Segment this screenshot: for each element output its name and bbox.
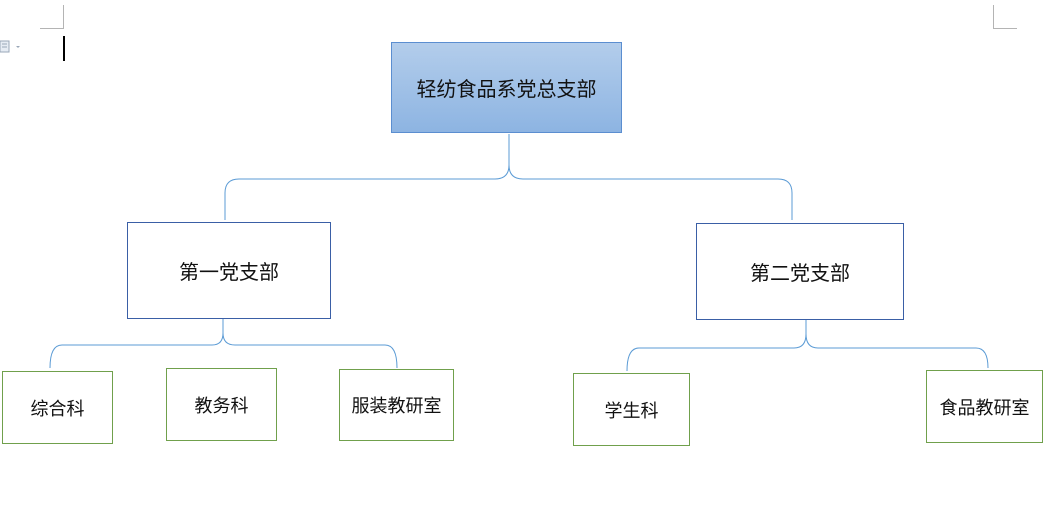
text-cursor-icon bbox=[63, 36, 65, 61]
connector-branch-1-to-units bbox=[49, 319, 398, 369]
unit-node-5[interactable]: 食品教研室 bbox=[926, 370, 1043, 443]
unit-node-2[interactable]: 教务科 bbox=[166, 368, 277, 441]
branch-node-2-label: 第二党支部 bbox=[750, 261, 850, 285]
unit-node-4-label: 学生科 bbox=[604, 400, 659, 422]
unit-node-2-label: 教务科 bbox=[194, 395, 249, 417]
unit-node-4[interactable]: 学生科 bbox=[573, 373, 690, 446]
unit-node-5-label: 食品教研室 bbox=[939, 397, 1030, 419]
branch-node-2[interactable]: 第二党支部 bbox=[696, 223, 904, 320]
branch-node-1[interactable]: 第一党支部 bbox=[127, 222, 331, 319]
unit-node-3-label: 服装教研室 bbox=[351, 396, 442, 417]
root-node-label: 轻纺食品系党总支部 bbox=[416, 77, 597, 101]
connector-root-to-branches bbox=[224, 134, 793, 220]
root-node[interactable]: 轻纺食品系党总支部 bbox=[391, 42, 622, 133]
unit-node-3[interactable]: 服装教研室 bbox=[339, 369, 454, 441]
branch-node-1-label: 第一党支部 bbox=[179, 260, 279, 284]
paste-options-icon[interactable] bbox=[0, 40, 24, 54]
unit-node-1[interactable]: 综合科 bbox=[2, 371, 113, 444]
unit-node-1-label: 综合科 bbox=[30, 398, 85, 420]
page-corner-mark-icon bbox=[993, 5, 1017, 29]
connector-branch-2-to-units bbox=[626, 320, 989, 372]
page-corner-mark-icon bbox=[40, 5, 64, 29]
